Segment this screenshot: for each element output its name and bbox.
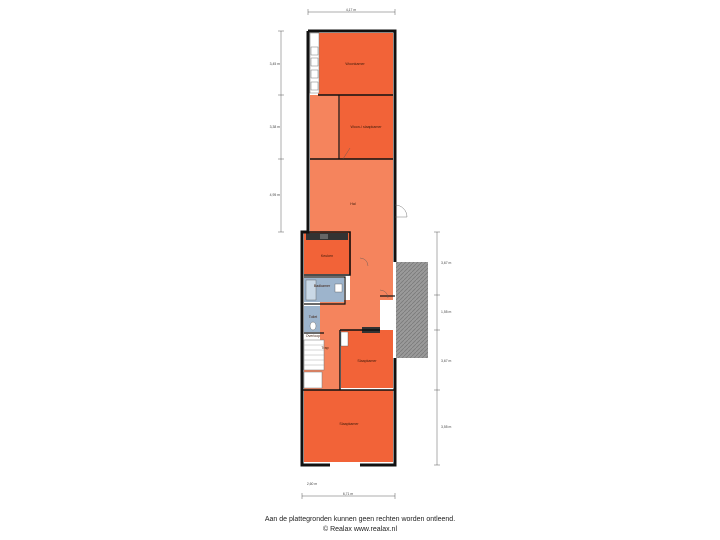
room-label-toilet: Toilet xyxy=(309,315,317,319)
room-label-woon-slaapkamer: Woon-/ slaapkamer xyxy=(350,125,382,129)
dim-left-3: 4,95 m xyxy=(270,193,281,197)
room-hall xyxy=(310,159,393,232)
room-label-slaapkamer-2: Slaapkamer xyxy=(339,422,359,426)
dimension-lines xyxy=(278,9,440,499)
room-living-bedroom xyxy=(339,95,393,159)
room-landing xyxy=(320,302,340,390)
doors xyxy=(342,147,408,299)
dim-bottom-small: 2,60 m xyxy=(307,482,318,486)
dim-right-3: 3,67 m xyxy=(441,359,452,363)
terrace xyxy=(396,262,428,358)
walls xyxy=(300,29,397,467)
room-label-trap: Trap xyxy=(321,346,328,350)
disclaimer-text: Aan de plattegronden kunnen geen rechten… xyxy=(264,516,456,523)
copyright-text: © Realax www.realax.nl xyxy=(322,526,398,533)
dim-right-4: 3,55 m xyxy=(441,425,452,429)
dim-bottom: 6,71 m xyxy=(343,492,354,496)
room-label-hal: Hal xyxy=(350,202,356,206)
room-label-woonkamer: Woonkamer xyxy=(345,62,365,66)
room-toilet xyxy=(304,306,322,332)
room-label-keuken: Keuken xyxy=(321,254,333,258)
hall-lower xyxy=(340,232,393,330)
corridor-upper xyxy=(310,95,340,159)
dim-left-1: 3,45 m xyxy=(270,62,281,66)
dim-right-2: 1,55 m xyxy=(441,310,452,314)
room-bedroom-1 xyxy=(341,330,393,388)
dim-right-1: 3,67 m xyxy=(441,261,452,265)
room-label-slaapkamer-1: Slaapkamer xyxy=(357,359,377,363)
dim-left-2: 3,38 m xyxy=(270,125,281,129)
room-label-overloop: Overloop xyxy=(306,334,321,338)
room-living xyxy=(318,33,393,95)
room-bedroom-2 xyxy=(304,390,393,462)
dim-top: 4,17 m xyxy=(346,8,357,12)
room-label-badkamer: Badkamer xyxy=(314,284,331,288)
